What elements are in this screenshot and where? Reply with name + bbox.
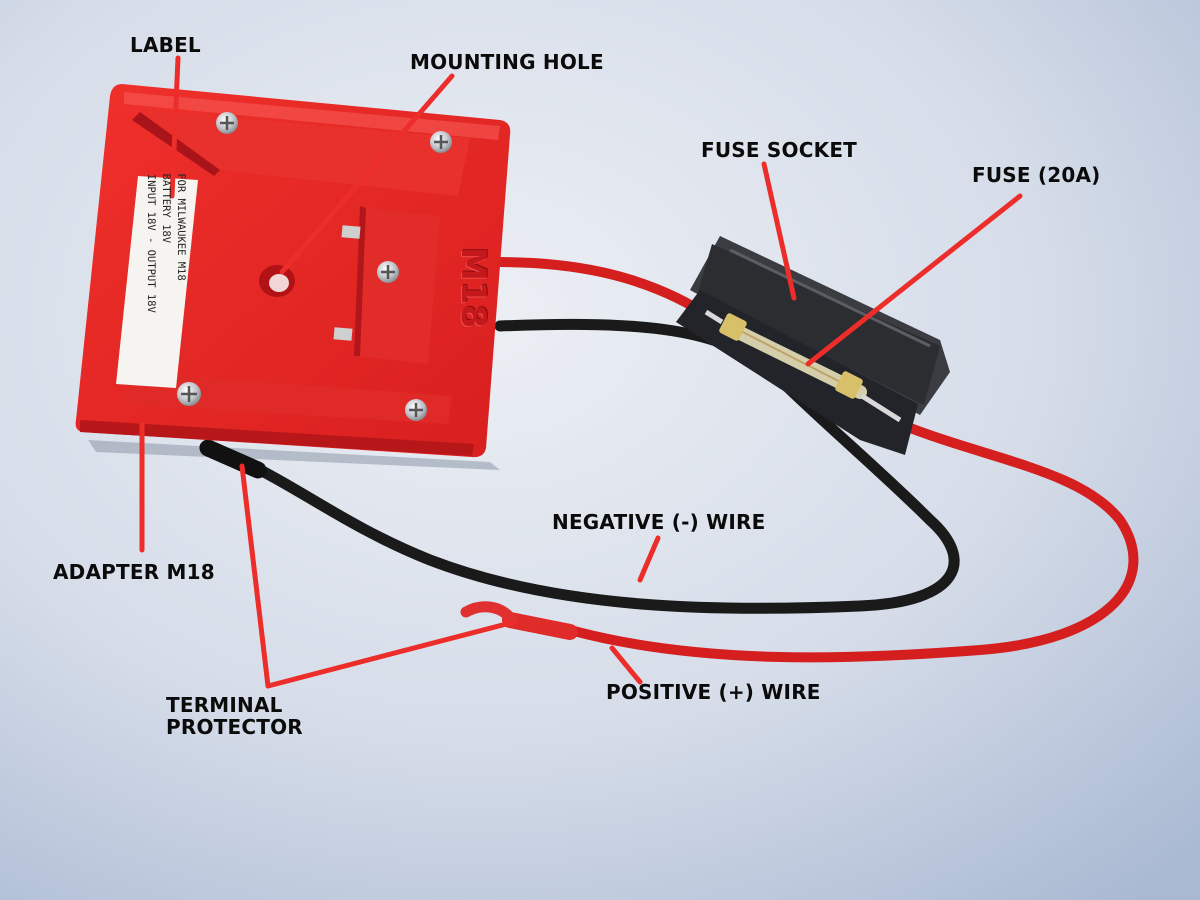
- adapter-rim-bottom: [80, 420, 474, 456]
- adapter-shadow: [88, 440, 500, 470]
- callout-adapter: ADAPTER M18: [53, 560, 215, 584]
- callout-line-terminal-protector-2: [265, 619, 517, 689]
- callout-label: LABEL: [130, 33, 201, 57]
- adapter-tongue: [356, 208, 440, 364]
- adapter-rail-lower: [124, 372, 452, 424]
- terminal-top: [341, 225, 361, 239]
- fuse-holder: [676, 236, 950, 455]
- screw-5: [405, 399, 427, 421]
- callout-line-mounting-hole: [279, 73, 455, 275]
- callout-terminal-protector: TERMINAL PROTECTOR: [166, 693, 303, 739]
- terminal-protector-shape: [199, 439, 267, 479]
- label-sticker: FOR MILWAUKEE M18 BATTERY 18V INPUT 18V …: [106, 169, 187, 388]
- m18-emboss: M18: [453, 247, 493, 329]
- callout-line-fuse: [805, 193, 1023, 367]
- callout-negative-wire: NEGATIVE (-) WIRE: [552, 510, 766, 534]
- label-sticker-text: FOR MILWAUKEE M18 BATTERY 18V INPUT 18V …: [145, 173, 187, 314]
- glass-fuse: [719, 313, 867, 399]
- red-wire-top: [493, 257, 717, 323]
- adapter-tongue-edge: [354, 206, 366, 356]
- callout-line-terminal-protector-1: [239, 463, 271, 689]
- fuse-lead-left: [704, 309, 724, 325]
- callout-line-negative-wire: [637, 535, 661, 583]
- callout-fuse: FUSE (20A): [972, 163, 1101, 187]
- callout-line-positive-wire: [609, 645, 643, 685]
- screw-2: [430, 131, 452, 153]
- callout-mounting-hole: MOUNTING HOLE: [410, 50, 604, 74]
- terminal-bottom: [333, 327, 353, 341]
- callout-line-fuse-socket: [761, 161, 797, 301]
- callout-positive-wire: POSITIVE (+) WIRE: [606, 680, 821, 704]
- label-sticker-shape: [116, 176, 198, 388]
- wire-end-sleeve: [502, 612, 578, 640]
- screw-1: [216, 112, 238, 134]
- fuse-holder-shine: [729, 248, 931, 348]
- mounting-hole-inner: [269, 274, 289, 292]
- fuse-lead-right: [860, 393, 902, 423]
- fuse-holder-lid-rim: [698, 244, 940, 405]
- callout-fuse-socket: FUSE SOCKET: [701, 138, 858, 162]
- adapter-m18: [75, 84, 511, 458]
- wire-tip: [460, 601, 518, 626]
- callout-line-label: [169, 55, 181, 199]
- positive-wire-shape: [505, 419, 1139, 663]
- screw-3: [377, 261, 399, 283]
- screw-4: [177, 382, 201, 406]
- callout-lines: [139, 55, 1023, 689]
